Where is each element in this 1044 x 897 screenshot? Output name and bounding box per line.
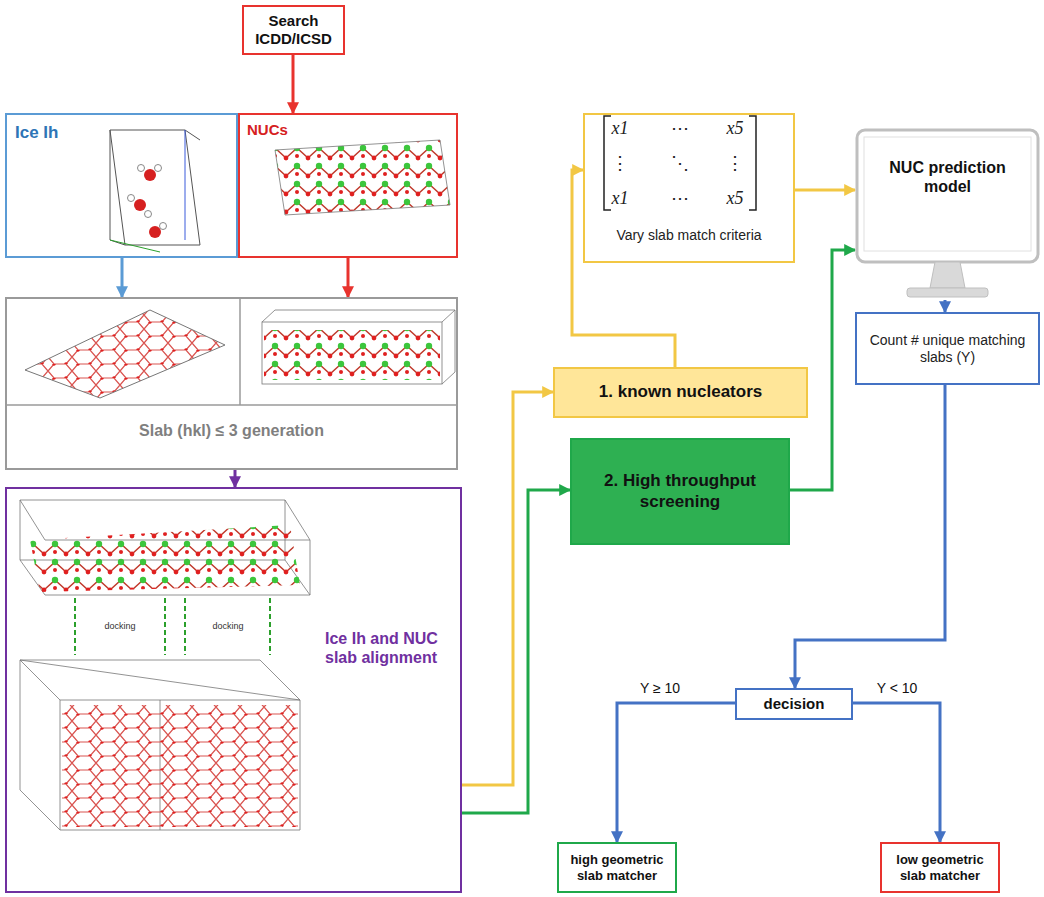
connector bbox=[572, 170, 675, 367]
node-text: NUCs bbox=[247, 121, 288, 139]
note-label: docking bbox=[103, 621, 136, 631]
node-text: Vary slab match criteria bbox=[585, 227, 793, 244]
computer-node: NUC prediction model bbox=[855, 128, 1040, 300]
matrix-entry: x5 bbox=[727, 188, 744, 209]
matrix-entry: ⋮ bbox=[726, 152, 744, 174]
process-box: Count # unique matching slabs (Y) bbox=[855, 312, 1040, 385]
process-box: Ice Ih and NUC slab alignment bbox=[5, 487, 462, 893]
matrix-entry: x5 bbox=[727, 118, 744, 139]
structure-box: Ice Ih bbox=[5, 113, 238, 258]
connector bbox=[617, 703, 735, 842]
source-box: Search ICDD/ICSD bbox=[242, 5, 345, 55]
node-text: Search ICDD/ICSD bbox=[252, 12, 335, 48]
node-text: low geometric slab matcher bbox=[890, 852, 990, 883]
connector bbox=[795, 385, 945, 688]
edge-label: Y < 10 bbox=[875, 680, 920, 696]
result-box: low geometric slab matcher bbox=[880, 842, 1000, 893]
structure-box: NUCs bbox=[238, 113, 458, 258]
result-box: high geometric slab matcher bbox=[557, 842, 677, 893]
matrix-entry: ⋯ bbox=[671, 187, 689, 209]
connector bbox=[853, 703, 940, 842]
node-text: 2. High throughput screening bbox=[580, 471, 780, 512]
node-text: decision bbox=[764, 695, 825, 713]
connector bbox=[795, 189, 855, 192]
node-text: high geometric slab matcher bbox=[567, 852, 667, 883]
monitor-outline bbox=[855, 128, 1040, 300]
node-text: Count # unique matching slabs (Y) bbox=[865, 332, 1030, 366]
note-label: docking bbox=[211, 621, 244, 631]
path-box: 1. known nucleators bbox=[553, 367, 808, 418]
matrix-entry: ⋯ bbox=[671, 117, 689, 139]
connector bbox=[462, 490, 570, 813]
path-box: 2. High throughput screening bbox=[570, 438, 790, 545]
matrix-entry: x1 bbox=[612, 188, 629, 209]
matrix-entry: x1 bbox=[612, 118, 629, 139]
matrix-entry: ⋱ bbox=[671, 152, 689, 174]
connector bbox=[234, 470, 237, 487]
process-box: Slab (hkl) ≤ 3 generation bbox=[5, 297, 458, 470]
connector bbox=[944, 300, 947, 312]
edge-label: Y ≥ 10 bbox=[638, 680, 682, 696]
node-text: Slab (hkl) ≤ 3 generation bbox=[7, 421, 456, 440]
connector bbox=[121, 258, 124, 297]
node-text: Ice Ih and NUC slab alignment bbox=[325, 629, 455, 667]
connector bbox=[347, 258, 350, 297]
node-text: NUC prediction model bbox=[865, 158, 1030, 196]
node-text: Ice Ih bbox=[15, 123, 58, 143]
node-text: 1. known nucleators bbox=[599, 382, 762, 402]
connector bbox=[292, 55, 295, 113]
connector bbox=[462, 392, 553, 785]
matrix-entry: ⋮ bbox=[611, 152, 629, 174]
decision-box: decision bbox=[735, 688, 853, 720]
